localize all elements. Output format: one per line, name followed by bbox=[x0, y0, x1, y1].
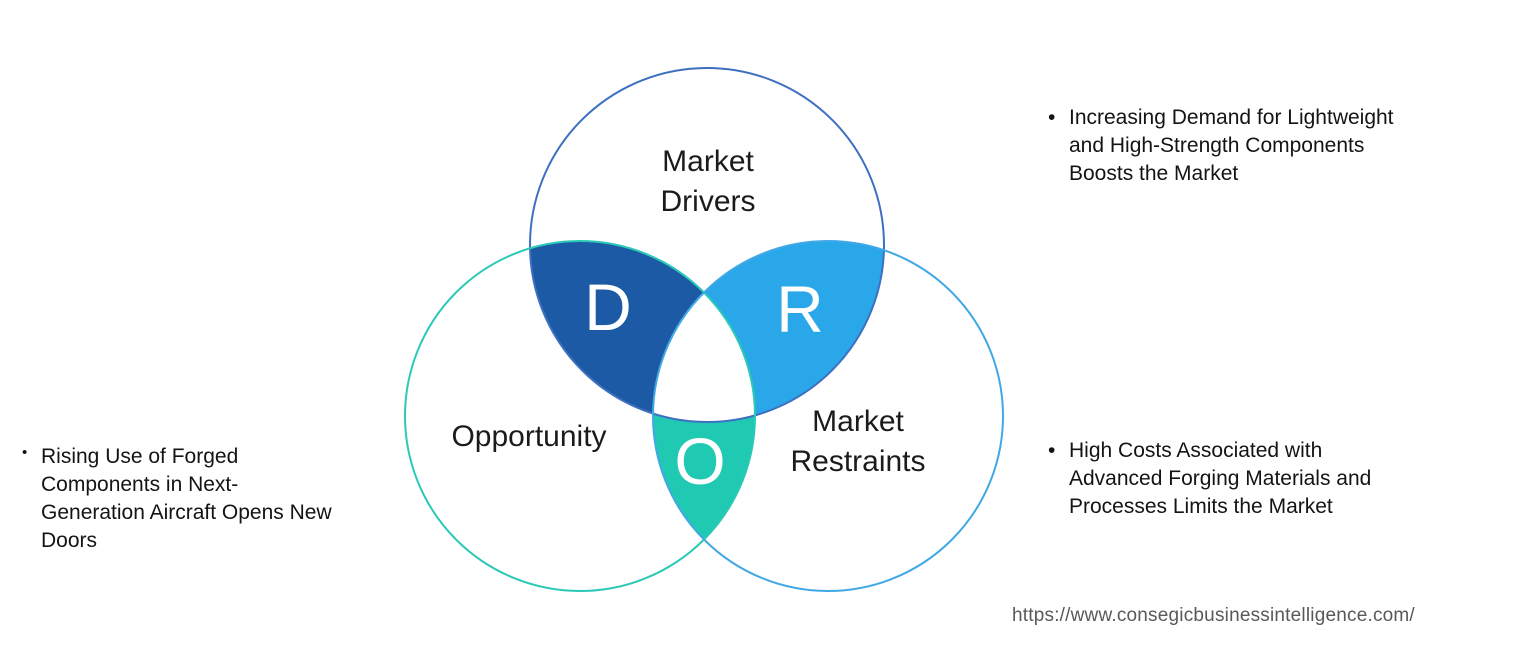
label-market-drivers: Market Drivers bbox=[660, 145, 756, 218]
letter-d: D bbox=[584, 270, 632, 344]
label-market-restraints: Market Restraints bbox=[790, 405, 926, 478]
source-url: https://www.consegicbusinessintelligence… bbox=[1012, 605, 1415, 626]
driver-note-text: Increasing Demand for Lightweight and Hi… bbox=[1069, 106, 1394, 185]
restraint-note-text: High Costs Associated with Advanced Forg… bbox=[1069, 439, 1372, 518]
driver-note: • Increasing Demand for Lightweight and … bbox=[1048, 104, 1488, 188]
letter-r: R bbox=[776, 272, 824, 346]
opportunity-note-text: Rising Use of Forged Components in Next-… bbox=[41, 445, 332, 552]
opportunity-circle-outline bbox=[404, 240, 756, 592]
restraints-circle-outline bbox=[652, 240, 1004, 592]
bullet-icon: • bbox=[1048, 106, 1056, 129]
drivers-circle-outline bbox=[529, 67, 885, 423]
bullet-icon: • bbox=[22, 444, 28, 461]
letter-o: O bbox=[674, 424, 726, 498]
overlap-region-o bbox=[405, 241, 755, 591]
restraint-note: • High Costs Associated with Advanced Fo… bbox=[1048, 437, 1488, 521]
bullet-icon: • bbox=[1048, 439, 1056, 462]
opportunity-note: • Rising Use of Forged Components in Nex… bbox=[22, 443, 402, 555]
label-opportunity: Opportunity bbox=[451, 420, 607, 453]
